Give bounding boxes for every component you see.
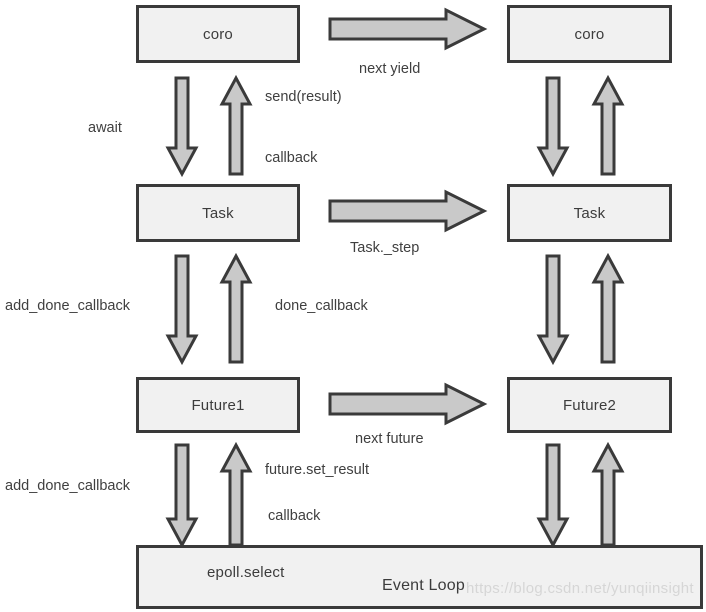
- arrow-add-done-callback-down-lower: [165, 443, 199, 549]
- node-task-left-label: Task: [202, 204, 234, 222]
- node-task-right: Task: [507, 184, 672, 242]
- node-coro-right-label: coro: [574, 25, 605, 43]
- node-coro-right: coro: [507, 5, 672, 63]
- arrow-add-done-callback-down: [165, 254, 199, 366]
- arrow-loop-to-future-up-right: [591, 441, 625, 547]
- label-next-yield: next yield: [359, 61, 421, 77]
- label-add-done-callback-lower: add_done_callback: [5, 478, 130, 494]
- node-future1: Future1: [136, 377, 300, 433]
- label-await: await: [88, 120, 122, 136]
- arrow-callback-up-lower: [219, 441, 253, 547]
- arrow-next-future: [328, 382, 488, 426]
- node-epoll-select-label: epoll.select: [207, 564, 285, 581]
- arrow-next-yield: [328, 7, 488, 51]
- node-coro-left-label: coro: [203, 25, 233, 43]
- node-coro-left: coro: [136, 5, 300, 63]
- label-future-set-result: future.set_result: [265, 462, 369, 478]
- arrow-await-down: [165, 76, 199, 178]
- arrow-future-to-loop-down-right: [536, 443, 570, 549]
- arrow-task-step: [328, 189, 488, 233]
- label-callback-top: callback: [265, 150, 318, 166]
- node-task-right-label: Task: [573, 204, 606, 222]
- label-send-result: send(result): [265, 89, 342, 105]
- label-add-done-callback-upper: add_done_callback: [5, 298, 130, 314]
- node-future2-label: Future2: [562, 396, 617, 414]
- arrow-future-to-task-up-right: [591, 252, 625, 364]
- arrow-task-to-coro-up-right: [591, 74, 625, 176]
- label-task-step: Task._step: [350, 240, 420, 256]
- node-event-loop: epoll.select Event Loop: [136, 545, 703, 609]
- label-callback-bottom: callback: [268, 508, 321, 524]
- arrow-done-callback-up: [219, 252, 253, 364]
- arrow-task-to-future-down-right: [536, 254, 570, 366]
- node-future2: Future2: [507, 377, 672, 433]
- arrow-coro-to-task-down-right: [536, 76, 570, 178]
- node-event-loop-label: Event Loop: [382, 577, 465, 594]
- node-task-left: Task: [136, 184, 300, 242]
- node-future1-label: Future1: [191, 396, 245, 414]
- arrow-send-result-up: [219, 74, 253, 176]
- label-done-callback: done_callback: [275, 298, 368, 314]
- label-next-future: next future: [355, 431, 424, 447]
